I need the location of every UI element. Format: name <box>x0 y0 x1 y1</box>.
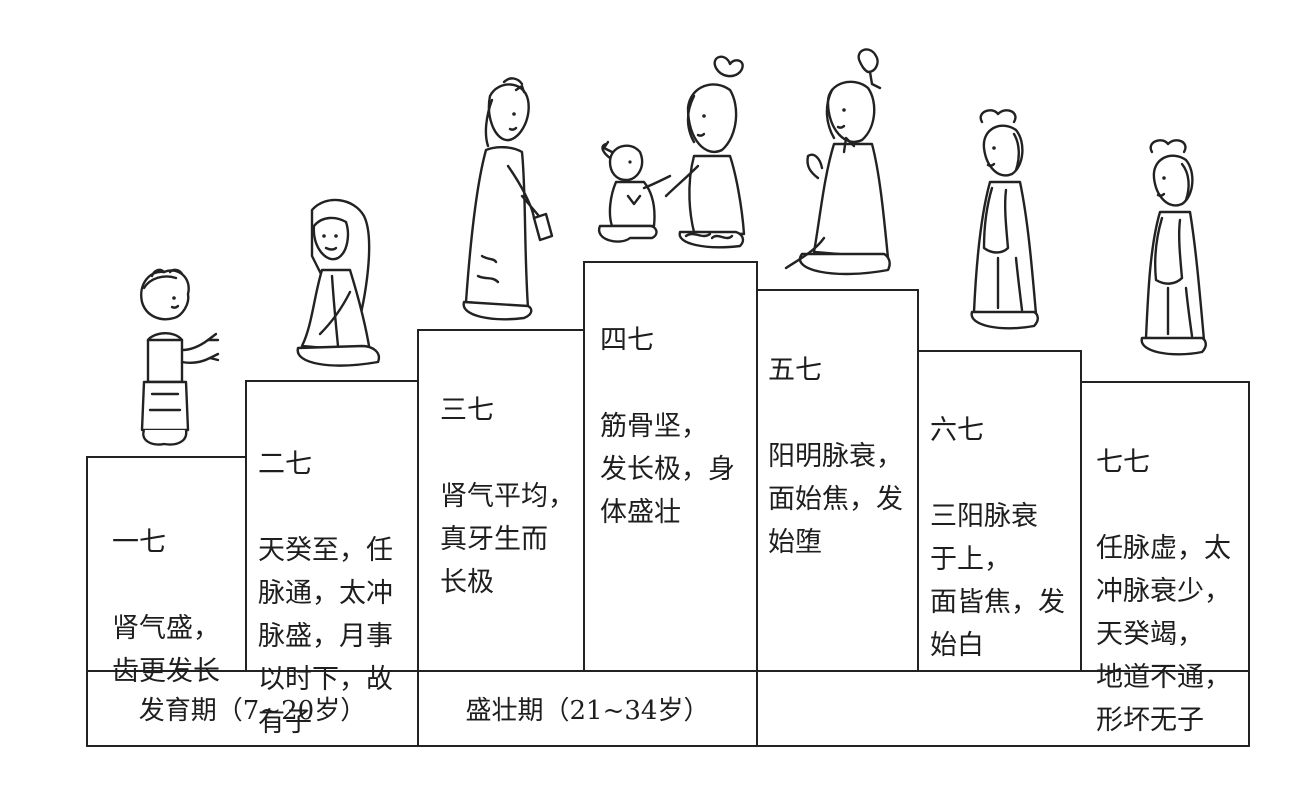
stage-description: 阳明脉衰， 面始焦，发 始堕 <box>768 441 903 558</box>
stage-description: 筋骨坚， 发长极，身 体盛壮 <box>600 411 735 528</box>
stage-description: 肾气平均， 真牙生而 长极 <box>440 481 575 598</box>
girl-sitting-icon <box>292 196 388 376</box>
period-development: 发育期（7~20岁） <box>138 696 367 726</box>
stage-title: 一七 <box>112 527 166 558</box>
old-woman-standing-icon <box>1134 138 1220 364</box>
stage-description: 三阳脉衰 于上， 面皆焦，发 始白 <box>930 501 1065 661</box>
child-standing-icon <box>130 264 225 458</box>
woman-standing-icon <box>452 76 556 328</box>
female-life-stages-diagram: 一七 肾气盛， 齿更发长 二七 天癸至，任 脉通，太冲 脉盛，月事 以时下，故 … <box>86 48 1250 747</box>
stage-liu-qi: 六七 三阳脉衰 于上， 面皆焦，发 始白 <box>930 366 1065 710</box>
woman-kneeling-icon <box>784 48 896 284</box>
stage-title: 五七 <box>768 355 822 386</box>
stage-er-qi: 二七 天癸至，任 脉通，太冲 脉盛，月事 以时下，故 有子 <box>258 400 393 787</box>
stage-san-qi: 三七 肾气平均， 真牙生而 长极 <box>440 346 575 647</box>
woman-standing-icon <box>962 108 1052 338</box>
stage-title: 六七 <box>930 415 984 446</box>
stage-description: 天癸至，任 脉通，太冲 脉盛，月事 以时下，故 有子 <box>258 535 393 738</box>
stage-si-qi: 四七 筋骨坚， 发长极，身 体盛壮 <box>600 276 735 577</box>
stage-wu-qi: 五七 阳明脉衰， 面始焦，发 始堕 <box>768 306 903 607</box>
stage-description: 任脉虚，太 冲脉衰少， 天癸竭， 地道不通， 形坏无子 <box>1096 533 1231 736</box>
stage-description: 肾气盛， 齿更发长 <box>112 613 220 687</box>
stage-title: 二七 <box>258 449 312 480</box>
stage-title: 三七 <box>440 395 494 426</box>
stage-title: 七七 <box>1096 447 1150 478</box>
mother-and-child-icon <box>590 55 750 258</box>
stage-yi-qi: 一七 肾气盛， 齿更发长 <box>112 478 220 736</box>
staircase-frame <box>86 261 1250 747</box>
stage-qi-qi: 七七 任脉虚，太 冲脉衰少， 天癸竭， 地道不通， 形坏无子 <box>1096 398 1231 785</box>
stage-title: 四七 <box>600 325 654 356</box>
period-prime: 盛壮期（21~34岁） <box>465 696 710 726</box>
